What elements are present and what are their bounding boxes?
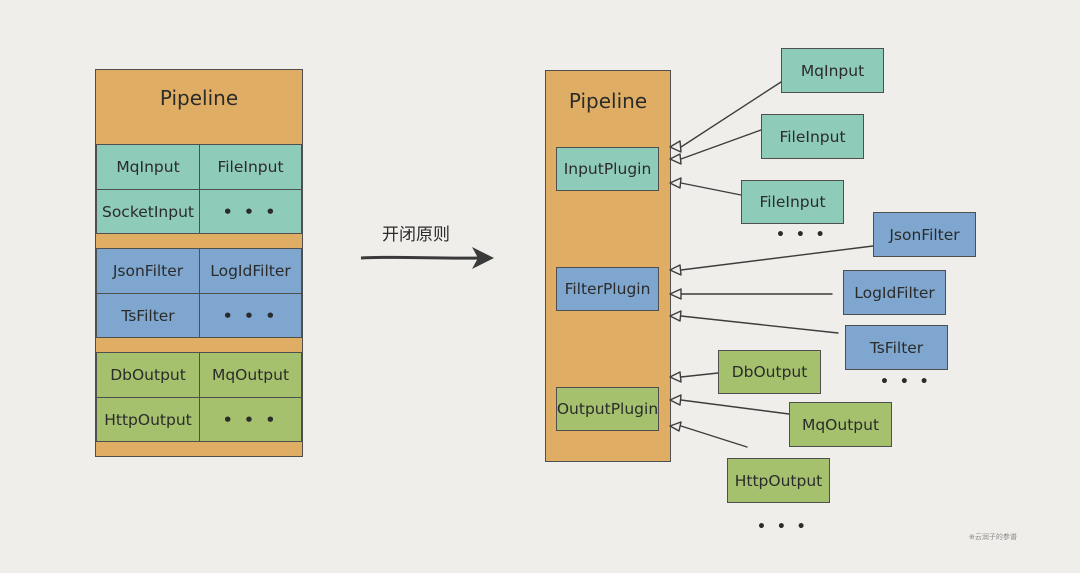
right-pipeline-title: Pipeline (568, 89, 648, 113)
impl-dboutput: DbOutput (718, 350, 821, 394)
left-output-cell-more: • • • (199, 397, 302, 442)
impl-fileinput-2: FileInput (741, 180, 844, 224)
left-pipeline-title: Pipeline (159, 86, 239, 110)
impl-logidfilter: LogIdFilter (843, 270, 946, 315)
left-input-cell-more: • • • (199, 189, 302, 234)
input-plugin-box: InputPlugin (556, 147, 659, 191)
impl-tsfilter: TsFilter (845, 325, 948, 370)
impl-httpoutput: HttpOutput (727, 458, 830, 503)
impl-jsonfilter: JsonFilter (873, 212, 976, 257)
filter-plugin-box: FilterPlugin (556, 267, 659, 311)
left-output-cell-dboutput: DbOutput (96, 352, 200, 398)
left-output-cell-httpoutput: HttpOutput (96, 397, 200, 442)
left-filter-cell-jsonfilter: JsonFilter (96, 248, 200, 294)
impl-filter-more: • • • (880, 374, 932, 390)
left-filter-cell-logidfilter: LogIdFilter (199, 248, 302, 294)
left-filter-cell-more: • • • (199, 293, 302, 338)
left-output-cell-mqoutput: MqOutput (199, 352, 302, 398)
impl-fileinput-1: FileInput (761, 114, 864, 159)
impl-output-more: • • • (757, 519, 809, 535)
impl-mqinput: MqInput (781, 48, 884, 93)
impl-mqoutput: MqOutput (789, 402, 892, 447)
impl-input-more: • • • (776, 227, 828, 243)
output-plugin-box: OutputPlugin (556, 387, 659, 431)
watermark: ⊕云润子的参谱 (969, 533, 1017, 541)
open-closed-principle-label: 开闭原则 (382, 225, 450, 245)
left-input-cell-fileinput: FileInput (199, 144, 302, 190)
